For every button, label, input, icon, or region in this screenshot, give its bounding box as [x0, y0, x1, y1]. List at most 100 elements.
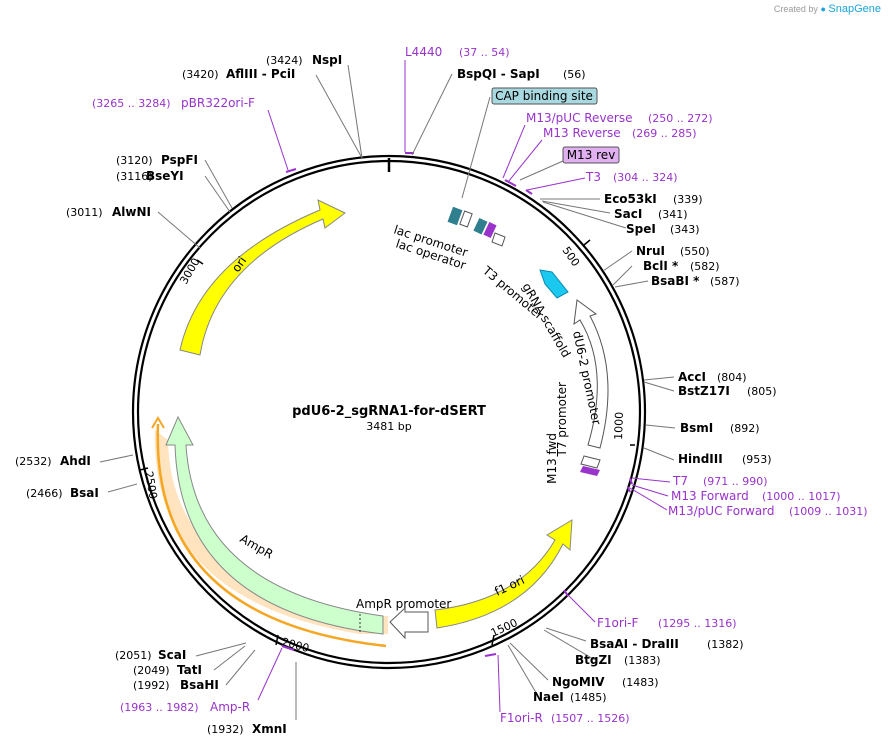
- site-label-pos: (1483): [622, 676, 659, 689]
- feature-du6-promoter-arrow[interactable]: [573, 299, 609, 449]
- plasmid-length: 3481 bp: [366, 420, 411, 433]
- site-label-pos: (339): [673, 193, 703, 206]
- site-label-name: NruI: [636, 244, 665, 258]
- feature-ampr-promoter-arrow[interactable]: [389, 606, 429, 640]
- site-label-name: SacI: [614, 207, 642, 221]
- feature-label: M13 fwd: [545, 433, 559, 484]
- site-label-name: AccI: [678, 370, 706, 384]
- site-label-name: SpeI: [626, 222, 656, 236]
- site-label-pos: (2466): [26, 487, 63, 500]
- tick-label: 2000: [280, 635, 310, 655]
- tick-label: 2500: [142, 470, 160, 500]
- primer-label-pos: (1963 .. 1982): [120, 701, 199, 714]
- primer-label-pos: (304 .. 324): [613, 171, 678, 184]
- site-label-pos: (805): [747, 385, 777, 398]
- site-label-pos: (56): [563, 68, 586, 81]
- primer-label-name: M13 Reverse: [543, 126, 621, 140]
- site-label-pos: (3420): [182, 68, 219, 81]
- site-label-pos: (2051): [115, 649, 152, 662]
- site-label-name: BclI *: [643, 259, 679, 273]
- site-label-pos: (587): [710, 275, 740, 288]
- site-label-pos: (3116): [116, 170, 153, 183]
- site-label-pos: (1932): [207, 723, 244, 736]
- feature-f1ori-arrow[interactable]: [434, 519, 573, 629]
- site-label-name: BsaBI *: [651, 274, 700, 288]
- site-label-pos: (953): [742, 453, 772, 466]
- primer-label-name: F1ori-F: [597, 616, 638, 630]
- site-label-name: BsmI: [680, 421, 713, 435]
- primer-marks: [281, 152, 633, 657]
- primer-connectors: [257, 60, 671, 713]
- feature-label: T7 promoter: [555, 382, 569, 458]
- credit-text: Created by: [773, 4, 818, 14]
- site-label-pos: (3120): [116, 154, 153, 167]
- primer-label-name: Amp-R: [210, 700, 250, 714]
- primer-label-pos: (3265 .. 3284): [92, 97, 171, 110]
- primer-label-pos: (269 .. 285): [632, 127, 697, 140]
- primer-label-pos: (1295 .. 1316): [658, 617, 737, 630]
- feature-label: AmpR promoter: [356, 597, 451, 611]
- site-label-name: BsaAI - DraIII: [590, 637, 679, 651]
- site-label-pos: (1383): [624, 654, 661, 667]
- site-label-name: AlwNI: [112, 205, 151, 219]
- primer-label-name: T3: [585, 170, 601, 184]
- credit-brand: SnapGene: [828, 3, 881, 15]
- feature-label: AmpR: [238, 531, 276, 561]
- site-label-name: BsaHI: [180, 678, 219, 692]
- feature-t7-elements[interactable]: [580, 455, 601, 476]
- site-label-name: NspI: [312, 53, 342, 67]
- site-label-name: BstZ17I: [678, 384, 730, 398]
- site-label-pos: (582): [690, 260, 720, 273]
- primer-label-pos: (37 .. 54): [459, 46, 510, 59]
- site-label-pos: (1485): [570, 691, 607, 704]
- site-label-name: BseYI: [146, 169, 184, 183]
- tick-label: 1000: [612, 412, 626, 440]
- site-labels: (3424) NspI (3420) AflIII - PciI BspQI -…: [15, 53, 777, 736]
- feature-lac-elements[interactable]: [447, 206, 506, 247]
- site-connectors: [99, 64, 676, 720]
- snapgene-logo-icon: ●: [820, 4, 826, 14]
- primer-label-name: M13/pUC Reverse: [526, 111, 633, 125]
- plasmid-name: pdU6-2_sgRNA1-for-dSERT: [292, 404, 486, 419]
- site-label-name: NgoMIV: [552, 675, 605, 689]
- boxed-label-text: M13 rev: [567, 148, 616, 162]
- primer-label-pos: (1507 .. 1526): [551, 712, 630, 725]
- boxed-label-m13rev: M13 rev: [562, 146, 620, 164]
- site-label-name: BtgZI: [575, 653, 612, 667]
- site-label-pos: (1382): [707, 638, 744, 651]
- site-label-name: AhdI: [60, 454, 91, 468]
- site-label-pos: (3011): [66, 206, 103, 219]
- primer-label-name: T7: [672, 474, 688, 488]
- primer-label-pos: (971 .. 990): [703, 475, 768, 488]
- site-label-pos: (804): [717, 371, 747, 384]
- site-label-name: NaeI: [533, 690, 564, 704]
- site-label-name: AflIII - PciI: [226, 67, 295, 81]
- site-label-name: ScaI: [158, 648, 186, 662]
- primer-label-name: M13 Forward: [671, 489, 749, 503]
- plasmid-backbone: [131, 154, 647, 670]
- site-label-name: BspQI - SapI: [457, 67, 540, 81]
- site-label-pos: (341): [658, 208, 688, 221]
- primer-label-name: F1ori-R: [500, 711, 543, 725]
- site-label-pos: (343): [670, 223, 700, 236]
- primer-label-pos: (1000 .. 1017): [762, 490, 841, 503]
- site-label-pos: (1992): [133, 679, 170, 692]
- primer-label-pos: (250 .. 272): [648, 112, 713, 125]
- site-label-pos: (892): [730, 422, 760, 435]
- primer-label-name: L4440: [405, 45, 442, 59]
- snapgene-credit: Created by ● SnapGene: [774, 3, 881, 15]
- site-label-pos: (550): [680, 245, 710, 258]
- boxed-label-cap: CAP binding site: [491, 87, 598, 105]
- primer-label-name: pBR322ori-F: [181, 96, 255, 110]
- site-label-name: BsaI: [70, 486, 99, 500]
- feature-ori-arrow[interactable]: [179, 199, 346, 356]
- primer-labels: L4440 (37 .. 54) (3265 .. 3284) pBR322or…: [92, 45, 868, 725]
- site-label-name: HindIII: [678, 452, 723, 466]
- site-label-name: TatI: [177, 663, 202, 677]
- feature-grna-scaffold-arrow[interactable]: [539, 269, 569, 299]
- site-label-name: XmnI: [252, 722, 287, 736]
- primer-label-pos: (1009 .. 1031): [789, 505, 868, 518]
- site-label-pos: (3424): [266, 54, 303, 67]
- feature-ampr-arrow[interactable]: [151, 415, 388, 648]
